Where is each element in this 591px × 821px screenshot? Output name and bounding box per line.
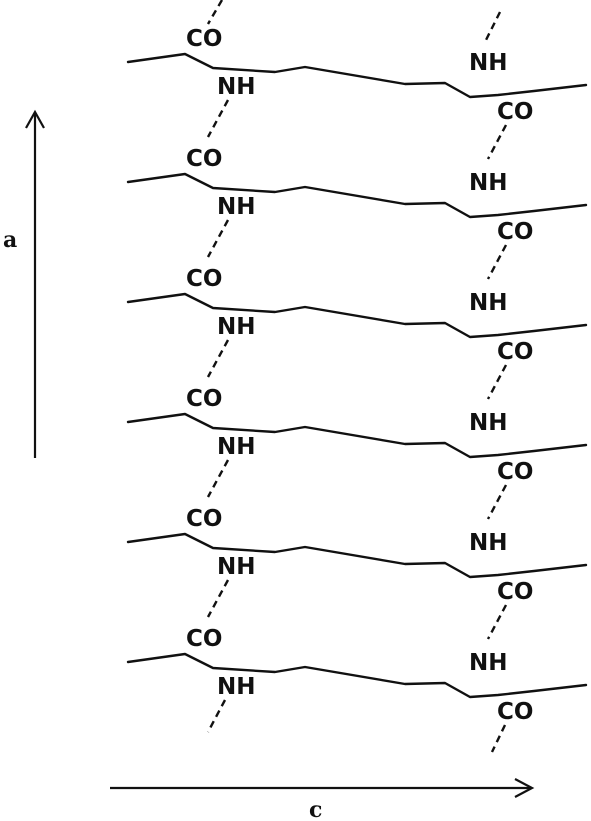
amide-group-label: NH xyxy=(469,650,508,676)
amide-group-label: NH xyxy=(217,194,256,220)
axis-c-label: c xyxy=(309,797,322,821)
polymer-chain xyxy=(126,52,588,99)
hydrogen-bond xyxy=(486,244,508,280)
hydrogen-bond xyxy=(206,339,230,378)
hydrogen-bond xyxy=(486,364,508,400)
hydrogen-bond xyxy=(206,99,230,138)
carbonyl-group-label: CO xyxy=(497,339,533,365)
hydrogen-bond xyxy=(206,219,230,258)
hydrogen-bonds xyxy=(206,0,508,753)
axis-a-arrow xyxy=(25,109,45,458)
hydrogen-bond xyxy=(206,0,224,25)
polymer-chain xyxy=(126,172,588,219)
polymer-chain xyxy=(126,292,588,339)
carbonyl-group-label: CO xyxy=(186,266,222,292)
group-labels: CO NH NH CO CO NH NH CO CO NH NH CO CO NH NH CO CO NH NH CO… xyxy=(186,26,533,725)
amide-group-label: NH xyxy=(217,434,256,460)
hydrogen-bond xyxy=(490,724,507,753)
carbonyl-group-label: CO xyxy=(186,626,222,652)
amide-group-label: NH xyxy=(469,50,508,76)
amide-group-label: NH xyxy=(217,74,256,100)
amide-group-label: NH xyxy=(217,554,256,580)
hydrogen-bond xyxy=(206,699,227,733)
polymer-chain xyxy=(126,652,588,699)
carbonyl-group-label: CO xyxy=(186,146,222,172)
amide-group-label: NH xyxy=(469,170,508,196)
axis-c-arrow xyxy=(110,778,535,798)
carbonyl-group-label: CO xyxy=(497,459,533,485)
carbonyl-group-label: CO xyxy=(497,99,533,125)
carbonyl-group-label: CO xyxy=(497,699,533,725)
axis-a-label: a xyxy=(3,227,17,253)
hydrogen-bond xyxy=(486,124,508,160)
amide-group-label: NH xyxy=(469,290,508,316)
amide-group-label: NH xyxy=(217,314,256,340)
hydrogen-bond xyxy=(206,579,230,618)
amide-group-label: NH xyxy=(469,410,508,436)
carbonyl-group-label: CO xyxy=(186,386,222,412)
polymer-chain xyxy=(126,412,588,459)
hydrogen-bond xyxy=(486,484,508,520)
amide-group-label: NH xyxy=(469,530,508,556)
hydrogen-bond xyxy=(486,604,508,640)
amide-group-label: NH xyxy=(217,674,256,700)
carbonyl-group-label: CO xyxy=(497,579,533,605)
carbonyl-group-label: CO xyxy=(186,506,222,532)
polymer-chain xyxy=(126,532,588,579)
hydrogen-bond xyxy=(484,11,502,41)
carbonyl-group-label: CO xyxy=(186,26,222,52)
hydrogen-bond xyxy=(206,459,230,498)
polymer-chains xyxy=(126,52,588,699)
carbonyl-group-label: CO xyxy=(497,219,533,245)
